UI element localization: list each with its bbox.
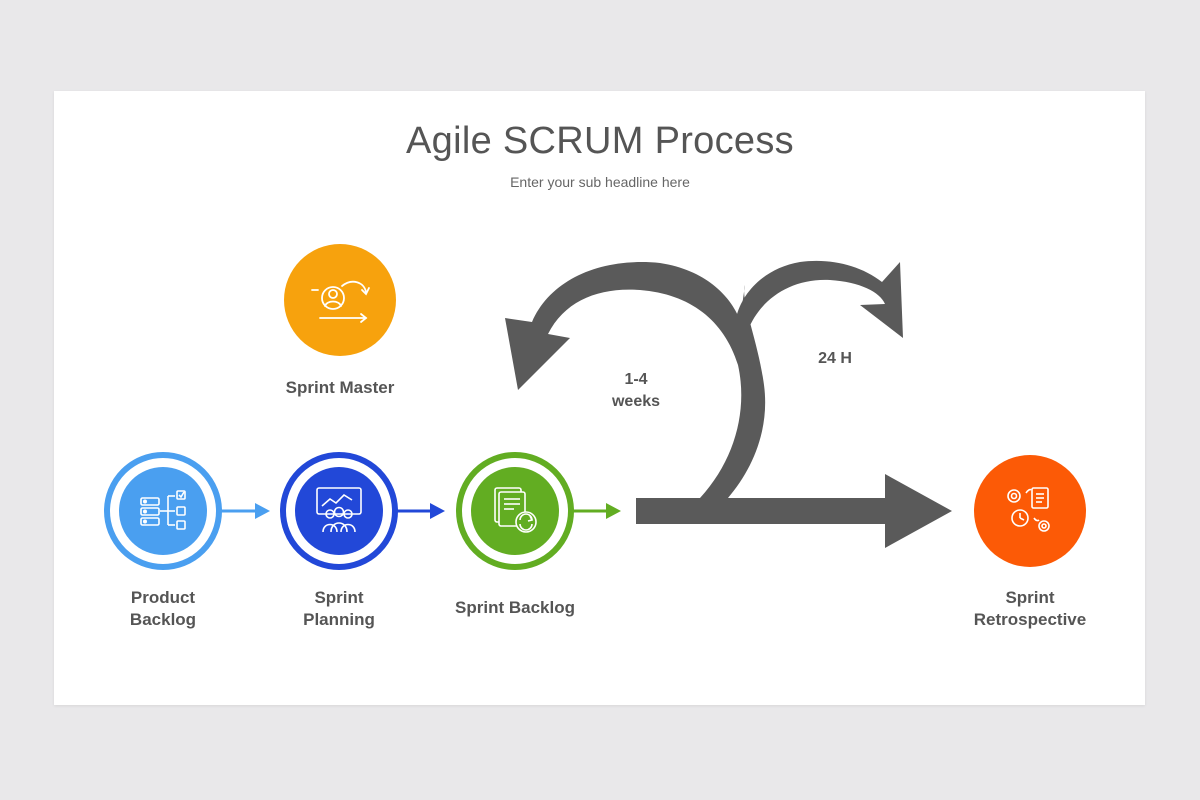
person-cycle-icon — [311, 280, 370, 323]
sprint-planning-label-line1: Sprint — [314, 588, 364, 607]
sprint-retrospective-label: Sprint Retrospective — [955, 587, 1105, 631]
slide-background — [54, 91, 1145, 705]
sprint-planning-label-line2: Planning — [303, 610, 375, 629]
task-list-icon — [140, 490, 186, 530]
arrow-sprint-backlog-to-cycle — [573, 503, 621, 519]
page-subtitle: Enter your sub headline here — [510, 174, 690, 190]
sprint-duration-line1: 1-4 — [624, 371, 648, 388]
arrow-backlog-to-planning — [221, 503, 270, 519]
arrow-planning-to-sprint-backlog — [397, 503, 445, 519]
product-backlog-label-line2: Backlog — [129, 610, 197, 629]
sprint-retrospective-node — [974, 455, 1086, 567]
document-refresh-icon — [494, 487, 537, 533]
sprint-planning-label: Sprint Planning — [279, 587, 399, 631]
sprint-retrospective-label-line1: Sprint — [1005, 588, 1055, 607]
sprint-planning-node — [280, 452, 398, 570]
team-presentation-icon — [316, 487, 362, 533]
sprint-backlog-label: Sprint Backlog — [455, 598, 575, 617]
product-backlog-label: Product Backlog — [103, 587, 223, 631]
gears-documents-icon — [1007, 487, 1050, 532]
sprint-duration-line2: weeks — [611, 393, 661, 410]
sprint-retrospective-label-line2: Retrospective — [973, 610, 1087, 629]
sprint-backlog-node — [456, 452, 574, 570]
page-title: Agile SCRUM Process — [406, 120, 794, 162]
sprint-duration-label: 1-4 weeks — [596, 369, 676, 413]
sprint-master-node — [284, 244, 396, 356]
sprint-cycle-arrow — [505, 260, 952, 548]
daily-cycle-label: 24 H — [818, 350, 852, 367]
sprint-master-label: Sprint Master — [285, 378, 395, 397]
product-backlog-label-line1: Product — [130, 588, 196, 607]
product-backlog-node — [104, 452, 222, 570]
